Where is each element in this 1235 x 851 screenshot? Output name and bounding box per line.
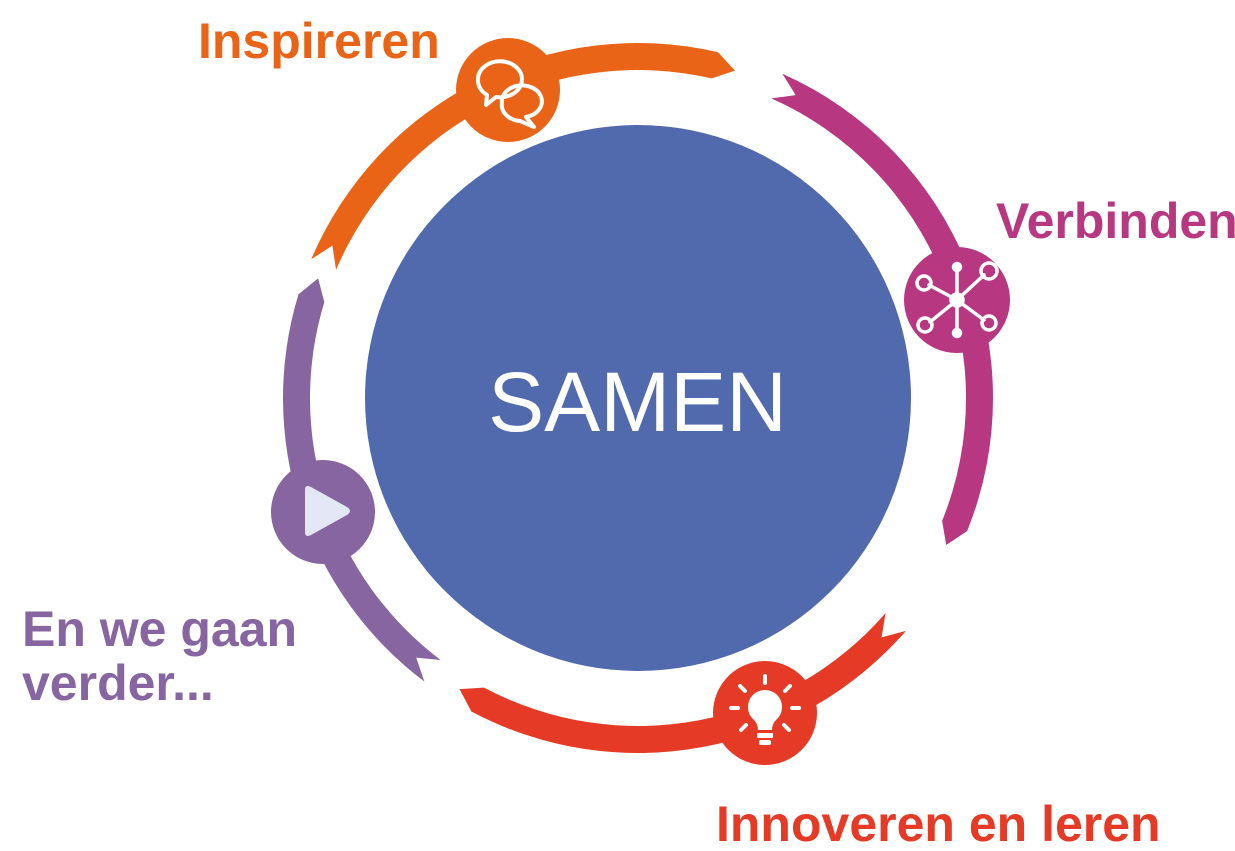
step-label-verbinden: Verbinden: [996, 193, 1235, 249]
chat-bubbles-icon: [456, 38, 560, 142]
center-circle: [365, 125, 911, 671]
step-label-verder: En we gaan verder...: [22, 601, 298, 711]
step-label-inspireren: Inspireren: [198, 13, 440, 69]
lightbulb-icon: [713, 661, 817, 765]
network-nodes-icon: [904, 247, 1010, 353]
arc-segment-3: [459, 613, 906, 753]
center-label: SAMEN: [488, 355, 787, 449]
step-label-innoveren: Innoveren en leren: [716, 796, 1161, 851]
cycle-icons: [271, 38, 1010, 765]
play-icon: [271, 460, 375, 564]
arc-segment-2: [771, 73, 993, 546]
